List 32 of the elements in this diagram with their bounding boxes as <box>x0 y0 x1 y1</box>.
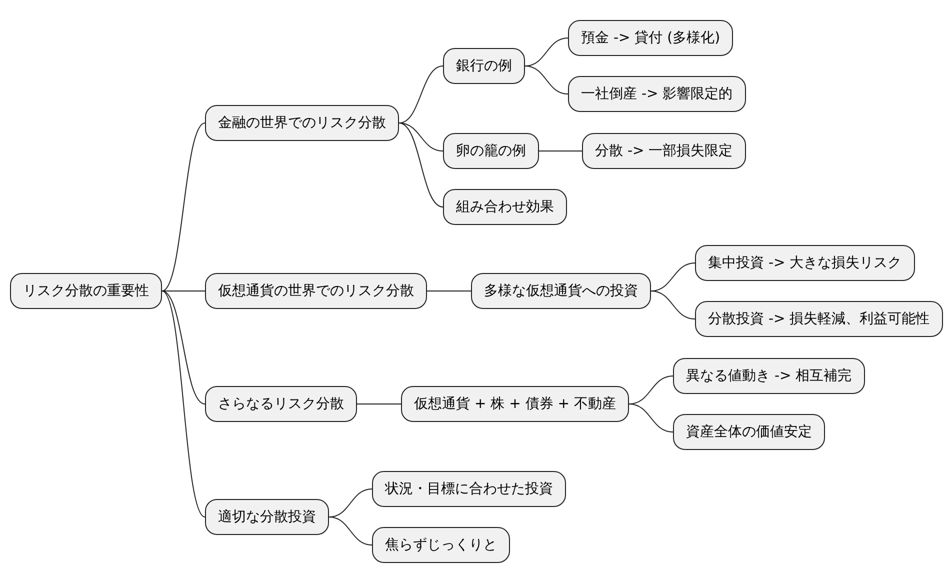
topic-box: 異なる値動き -> 相互補完 <box>673 358 865 394</box>
connector-line <box>538 150 582 152</box>
connector-line <box>398 66 444 124</box>
connector-line <box>628 404 674 432</box>
connector-line <box>398 122 444 152</box>
topic-box: 状況・目標に合わせた投資 <box>372 471 566 507</box>
topic-box: 分散投資 -> 損失軽減、利益可能性 <box>695 301 943 337</box>
topic-box: 組み合わせ効果 <box>443 189 567 225</box>
topic-box: 仮想通貨 + 株 + 債券 + 不動産 <box>401 386 629 422</box>
topic-box: リスク分散の重要性 <box>10 273 162 309</box>
connector-line <box>162 290 206 404</box>
connector-line <box>162 290 206 292</box>
topic-box: 預金 -> 貸付 (多様化) <box>568 20 734 56</box>
connector-line <box>162 122 206 292</box>
connector-line <box>426 290 472 292</box>
topic-box: 一社倒産 -> 影響限定的 <box>568 76 746 112</box>
topic-box: 卵の籠の例 <box>443 133 539 169</box>
topic-box: 多様な仮想通貨への投資 <box>471 273 651 309</box>
connector-line <box>650 290 696 320</box>
topic-box: 適切な分散投資 <box>205 499 329 535</box>
topic-box: 集中投資 -> 大きな損失リスク <box>695 245 915 281</box>
topic-box: 資産全体の価値安定 <box>673 414 825 450</box>
topic-box: 仮想通貨の世界でのリスク分散 <box>205 273 427 309</box>
topic-box: さらなるリスク分散 <box>205 386 357 422</box>
topic-box: 銀行の例 <box>443 48 525 84</box>
connector-line <box>162 290 206 518</box>
topic-box: 焦らずじっくりと <box>372 527 510 563</box>
connector-line <box>328 516 372 546</box>
connector-line <box>524 66 568 94</box>
topic-box: 分散 -> 一部損失限定 <box>582 133 746 169</box>
topic-box: 金融の世界でのリスク分散 <box>205 105 399 141</box>
connector-line <box>398 122 444 208</box>
